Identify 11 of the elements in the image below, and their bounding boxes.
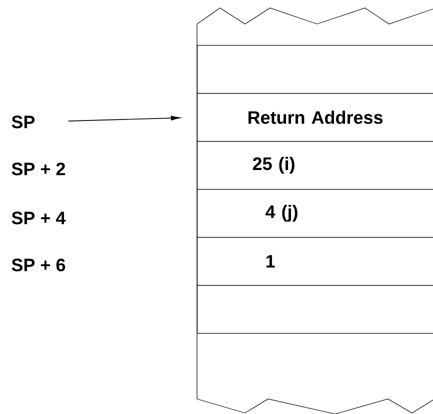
offset-label: SP + 6 [12,258,66,272]
stack-cell [197,285,433,334]
offset-label: SP + 4 [12,212,66,224]
pointer-label: SP [12,116,35,128]
arrow [68,116,180,122]
stack-cell: 4 (j) [197,188,433,238]
offset-label: SP + 2 [12,162,65,176]
stack-cell: 25 (i) [197,140,433,190]
stack-cell [197,45,433,94]
stack-cell: 1 [197,236,433,286]
stack-cell: Return Address [197,93,433,142]
